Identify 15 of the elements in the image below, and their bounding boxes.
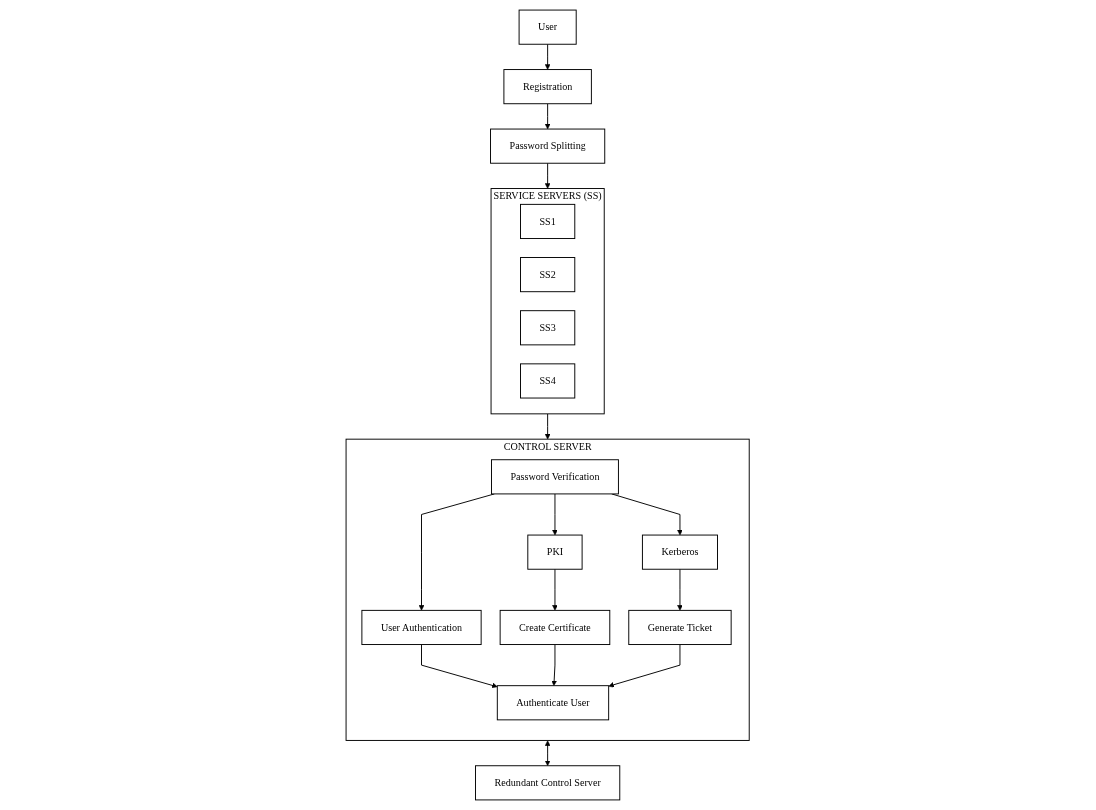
node-box: SS3 [520,310,576,346]
node-box: Kerberos [642,534,719,570]
node-box: Authenticate User [497,685,610,721]
node-box: PKI [527,534,583,570]
node-box: Registration [503,69,593,105]
node-box: User Authentication [361,609,482,645]
node-box: Password Verification [491,459,620,495]
node-box: SS4 [520,363,576,399]
node-box: SS2 [520,257,576,293]
node-box: Create Certificate [500,609,611,645]
node-box: User [518,9,578,45]
node-box: Redundant Control Server [475,765,621,801]
node-box: Password Splitting [490,128,606,164]
node-box: SS1 [520,203,576,239]
node-box: Generate Ticket [628,609,732,645]
